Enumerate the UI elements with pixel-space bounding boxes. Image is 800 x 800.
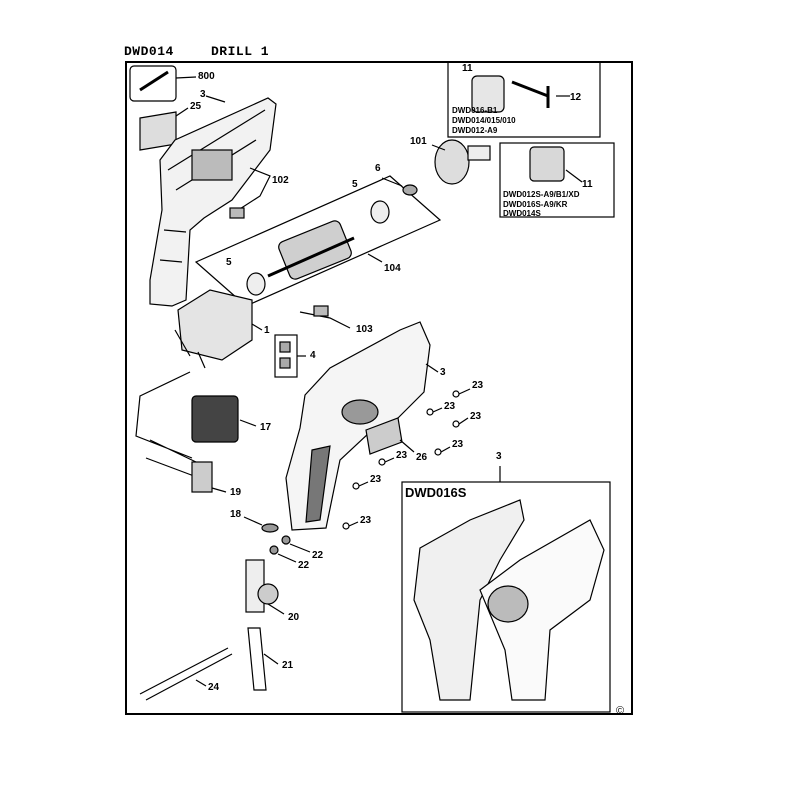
variant-keyless-2: DWD016S-A9/KR <box>503 200 568 209</box>
callout-103: 103 <box>356 324 373 335</box>
keyed-chuck <box>471 75 505 113</box>
callout-23: 23 <box>444 401 456 412</box>
inset-body <box>479 519 605 701</box>
callout-17: 17 <box>260 422 272 433</box>
callout-5: 5 <box>226 257 232 268</box>
callout-23: 23 <box>360 515 372 526</box>
callout-22: 22 <box>298 560 310 571</box>
callout-102: 102 <box>272 175 289 186</box>
label-sticker <box>139 111 177 151</box>
brush-holder <box>274 334 298 378</box>
strain-relief-19 <box>191 461 213 493</box>
model-number: DWD014 <box>124 44 174 59</box>
chuck-key <box>511 80 549 98</box>
lead-wire <box>299 311 351 329</box>
diagram-frame <box>125 61 633 715</box>
callout-23: 23 <box>396 450 408 461</box>
switch-wire <box>231 167 271 215</box>
callout-26: 26 <box>416 452 428 463</box>
variant-keyless-3: DWD014S <box>503 209 541 218</box>
bearing-5a <box>370 200 390 224</box>
callout-19: 19 <box>230 487 242 498</box>
inset-box <box>401 481 611 713</box>
callout-4: 4 <box>310 350 316 361</box>
handle-rod <box>247 627 267 691</box>
inset-housing <box>413 499 525 701</box>
cord-wire <box>135 371 197 477</box>
variant-keyed-1: DWD016-B1 <box>452 106 498 115</box>
screws <box>342 388 471 530</box>
wrench <box>139 647 233 701</box>
callout-25: 25 <box>190 101 202 112</box>
callout-800: 800 <box>198 71 215 82</box>
variant-keyless-1: DWD012S-A9/B1/XD <box>503 190 580 199</box>
armature <box>278 220 352 280</box>
callout-3: 3 <box>496 451 502 462</box>
callout-104: 104 <box>384 263 401 274</box>
callout-3: 3 <box>200 89 206 100</box>
part-22b <box>269 545 279 555</box>
callout-11: 11 <box>582 179 593 190</box>
callout-22: 22 <box>312 550 324 561</box>
washer-6 <box>402 184 418 196</box>
variant-keyed-3: DWD012-A9 <box>452 126 498 135</box>
callout-23: 23 <box>470 411 482 422</box>
gear <box>434 139 470 185</box>
callout-23: 23 <box>472 380 484 391</box>
accessory-box <box>129 65 177 102</box>
callout-3: 3 <box>440 367 446 378</box>
callout-21: 21 <box>282 660 294 671</box>
field-coil <box>177 289 253 361</box>
callout-6: 6 <box>375 163 381 174</box>
housing-half-left <box>149 97 277 307</box>
keyless-chuck-box <box>499 142 615 218</box>
callout-1: 1 <box>264 325 270 336</box>
callout-20: 20 <box>288 612 300 623</box>
inset-title: DWD016S <box>405 485 467 500</box>
switch-17 <box>191 395 239 443</box>
copyright-mark: © <box>616 705 625 717</box>
bearing-5b <box>246 272 266 296</box>
callout-11: 11 <box>462 63 473 74</box>
part-22a <box>281 535 291 545</box>
callout-23: 23 <box>452 439 464 450</box>
chuck-box <box>447 62 601 138</box>
accessory-tool <box>139 70 169 92</box>
callout-24: 24 <box>208 682 220 693</box>
part-18 <box>261 523 279 533</box>
callout-5: 5 <box>352 179 358 190</box>
callout-12: 12 <box>570 92 582 103</box>
keyless-chuck <box>529 146 565 182</box>
callout-18: 18 <box>230 509 242 520</box>
diagram-title: DRILL 1 <box>211 44 270 59</box>
callout-23: 23 <box>370 474 382 485</box>
variant-keyed-2: DWD014/015/010 <box>452 116 516 125</box>
armature-box <box>194 175 442 307</box>
callout-101: 101 <box>410 136 427 147</box>
